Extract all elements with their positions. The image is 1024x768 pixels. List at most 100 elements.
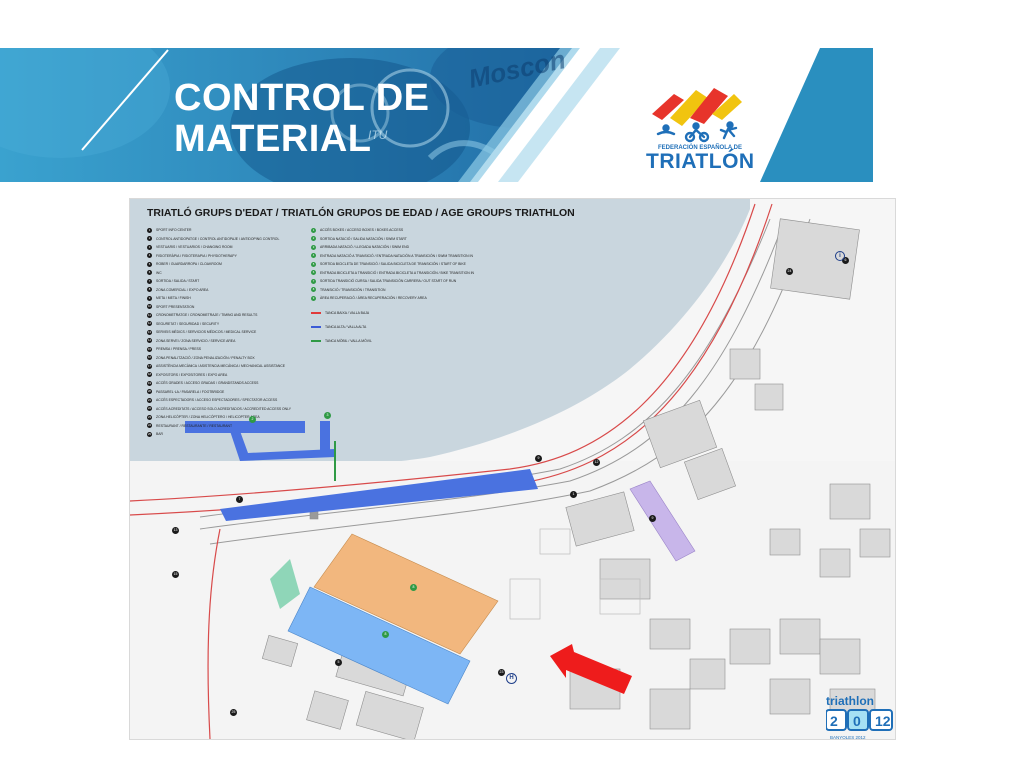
legend-left-label: ACCÉS ACREDITATS / ACCESO SOLO ACREDITAD… — [156, 406, 292, 411]
map-legend-left: 1 SPORT INFO CENTER 2 CONTROL ANTIDOPATGE /… — [147, 226, 291, 439]
legend-right-item: 4 ENTRADA NATACIÓ A TRANSICIÓ / ENTRADA N… — [311, 252, 474, 261]
helipad-icon: H — [506, 673, 517, 684]
legend-left-label: SORTIDA / SALIDA / START — [156, 279, 200, 283]
map-pin-restaurant: 24 — [786, 268, 793, 275]
legend-left-item: 23 ZONA HELICÒPTER / ZONA HELICÓPTERO / H… — [147, 413, 291, 422]
svg-text:12: 12 — [875, 713, 891, 729]
header-banner: Moscon ITU — [0, 48, 873, 182]
map-pin-cloakroom: 5 — [335, 659, 342, 666]
legend-left-label: PREMSA / PRENSA / PRESS — [156, 347, 202, 351]
legend-left-label: VESTUARIS / VESTUARIOS / CHANGING ROOM — [156, 245, 233, 249]
legend-right-label: ARRIBADA NATACIÓ / LLEGADA NATACIÓN / SW… — [320, 245, 410, 249]
map-pin-start: 7 — [236, 496, 243, 503]
fence-swatch — [311, 326, 321, 328]
banner-itu-text: ITU — [368, 128, 388, 142]
legend-right-label: ENTRADA NATACIÓ A TRANSICIÓ / ENTRADA NA… — [320, 253, 473, 258]
legend-left-number: 23 — [147, 414, 152, 420]
info-point-icon: i — [835, 251, 845, 261]
legend-left-number: 2 — [147, 236, 152, 241]
legend-left-number: 25 — [147, 431, 152, 437]
legend-left-number: 11 — [147, 312, 152, 318]
fence-swatch — [311, 340, 321, 342]
fence-legend-item: TANCA BAIXA / VALLA BAJA — [311, 306, 372, 320]
fence-legend-label: TANCA ALTA / VALLA ALTA — [325, 325, 367, 329]
fence-legend-item: TANCA MÒBIL / VALLA MÓVIL — [311, 334, 372, 348]
legend-left-number: 16 — [147, 355, 152, 360]
legend-right-number: 1 — [311, 227, 316, 233]
slide-title-line-1: CONTROL DE — [174, 77, 430, 119]
legend-left-number: 10 — [147, 304, 152, 309]
legend-left-label: ASSISTÈNCIA MECÀNICA / ASISTENCIA MECÁNI… — [156, 364, 286, 368]
map-pin-helicopter: 23 — [498, 669, 505, 676]
legend-left-label: CRONOMETRATGE / CRONOMETRAJE / TIMING AN… — [156, 313, 258, 317]
legend-right-item: 8 TRANSICIÓ / TRANSICIÓN / TRANSITION — [311, 286, 474, 295]
legend-right-item: 2 SORTIDA NATACIÓ / SALIDA NATACIÓN / SWI… — [311, 235, 474, 244]
svg-text:0: 0 — [853, 713, 861, 729]
legend-left-label: FISIOTERÀPIA / FISIOTERAPIA / PHYSIOTHER… — [156, 253, 237, 258]
legend-right-label: SORTIDA NATACIÓ / SALIDA NATACIÓN / SWIM… — [320, 236, 407, 241]
event-logo-subtitle: BANYOLES 2012 — [830, 735, 866, 740]
legend-right-item: 3 ARRIBADA NATACIÓ / LLEGADA NATACIÓN / S… — [311, 243, 474, 252]
legend-left-label: CONTROL ANTIDOPATGE / CONTROL ANTIDOPAJE… — [156, 236, 280, 241]
banner-background — [0, 48, 873, 182]
legend-left-label: META / META / FINISH — [156, 296, 191, 300]
legend-left-number: 24 — [147, 423, 152, 428]
legend-left-label: ZONA SERVEI / ZONA SERVICIO / SERVICE AR… — [156, 338, 236, 343]
fence-swatch — [311, 312, 321, 314]
legend-left-item: 2 CONTROL ANTIDOPATGE / CONTROL ANTIDOPAJ… — [147, 235, 291, 244]
legend-left-item: 16 ZONA PENALITZACIÓ / ZONA PENALIZACIÓN … — [147, 354, 291, 363]
map-pin-recovery: 9 — [649, 515, 656, 522]
legend-left-label: ZONA HELICÒPTER / ZONA HELICÓPTERO / HEL… — [156, 415, 260, 419]
legend-left-number: 17 — [147, 363, 152, 369]
map-pin-swim-end: 3 — [324, 412, 331, 419]
legend-left-label: ROBER / GUARDARROPA / CLOAKROOM — [156, 262, 222, 266]
legend-left-item: 17 ASSISTÈNCIA MECÀNICA / ASISTENCIA MECÁ… — [147, 362, 291, 371]
map-pin-bar: 25 — [230, 709, 237, 716]
legend-left-label: PASSAREL·LA / PASARELA / FOOTBRIDGE — [156, 389, 225, 394]
fence-legend-item: TANCA ALTA / VALLA ALTA — [311, 320, 372, 334]
legend-left-item: 20 PASSAREL·LA / PASARELA / FOOTBRIDGE — [147, 388, 291, 397]
legend-right-number: 9 — [311, 295, 316, 301]
legend-right-label: SORTIDA BICICLETA DE TRANSICIÓ / SALIDA … — [320, 262, 466, 266]
slide-title-line-2: MATERIAL — [174, 118, 372, 160]
map-pin-finish: 9 — [535, 455, 542, 462]
legend-left-item: 1 SPORT INFO CENTER — [147, 226, 291, 235]
legend-left-number: 8 — [147, 287, 152, 292]
map-drawing — [130, 199, 895, 739]
legend-left-number: 20 — [147, 389, 152, 394]
legend-left-item: 11 CRONOMETRATGE / CRONOMETRAJE / TIMING … — [147, 311, 291, 320]
legend-right-number: 4 — [311, 253, 316, 258]
legend-left-number: 18 — [147, 372, 152, 377]
legend-right-number: 2 — [311, 236, 316, 241]
legend-left-label: ACCÉS GRADES / ACCESO GRADAS / GRANDSTAN… — [156, 381, 259, 385]
map-pin-security: 12 — [593, 459, 600, 466]
legend-right-number: 3 — [311, 244, 316, 250]
legend-right-label: SORTIDA TRANSICIÓ CURSA / SALIDA TRANSIC… — [320, 279, 457, 283]
legend-left-number: 1 — [147, 227, 152, 233]
legend-right-number: 7 — [311, 278, 316, 284]
legend-left-number: 4 — [147, 253, 152, 258]
legend-left-number: 19 — [147, 380, 152, 386]
legend-left-label: SPORT INFO CENTER — [156, 228, 192, 232]
legend-left-item: 19 ACCÉS GRADES / ACCESO GRADAS / GRANDST… — [147, 379, 291, 388]
legend-right-label: TRANSICIÓ / TRANSICIÓN / TRANSITION — [320, 287, 386, 292]
legend-left-label: ZONA PENALITZACIÓ / ZONA PENALIZACIÓN / … — [156, 355, 255, 360]
legend-right-number: 8 — [311, 287, 316, 292]
map-fence-legend: TANCA BAIXA / VALLA BAJA TANCA ALTA / VAL… — [311, 306, 372, 348]
legend-right-item: 7 SORTIDA TRANSICIÓ CURSA / SALIDA TRANSI… — [311, 277, 474, 286]
event-logo-icon: 2 0 12 — [826, 709, 893, 731]
red-pointer-arrow-icon — [550, 644, 632, 694]
